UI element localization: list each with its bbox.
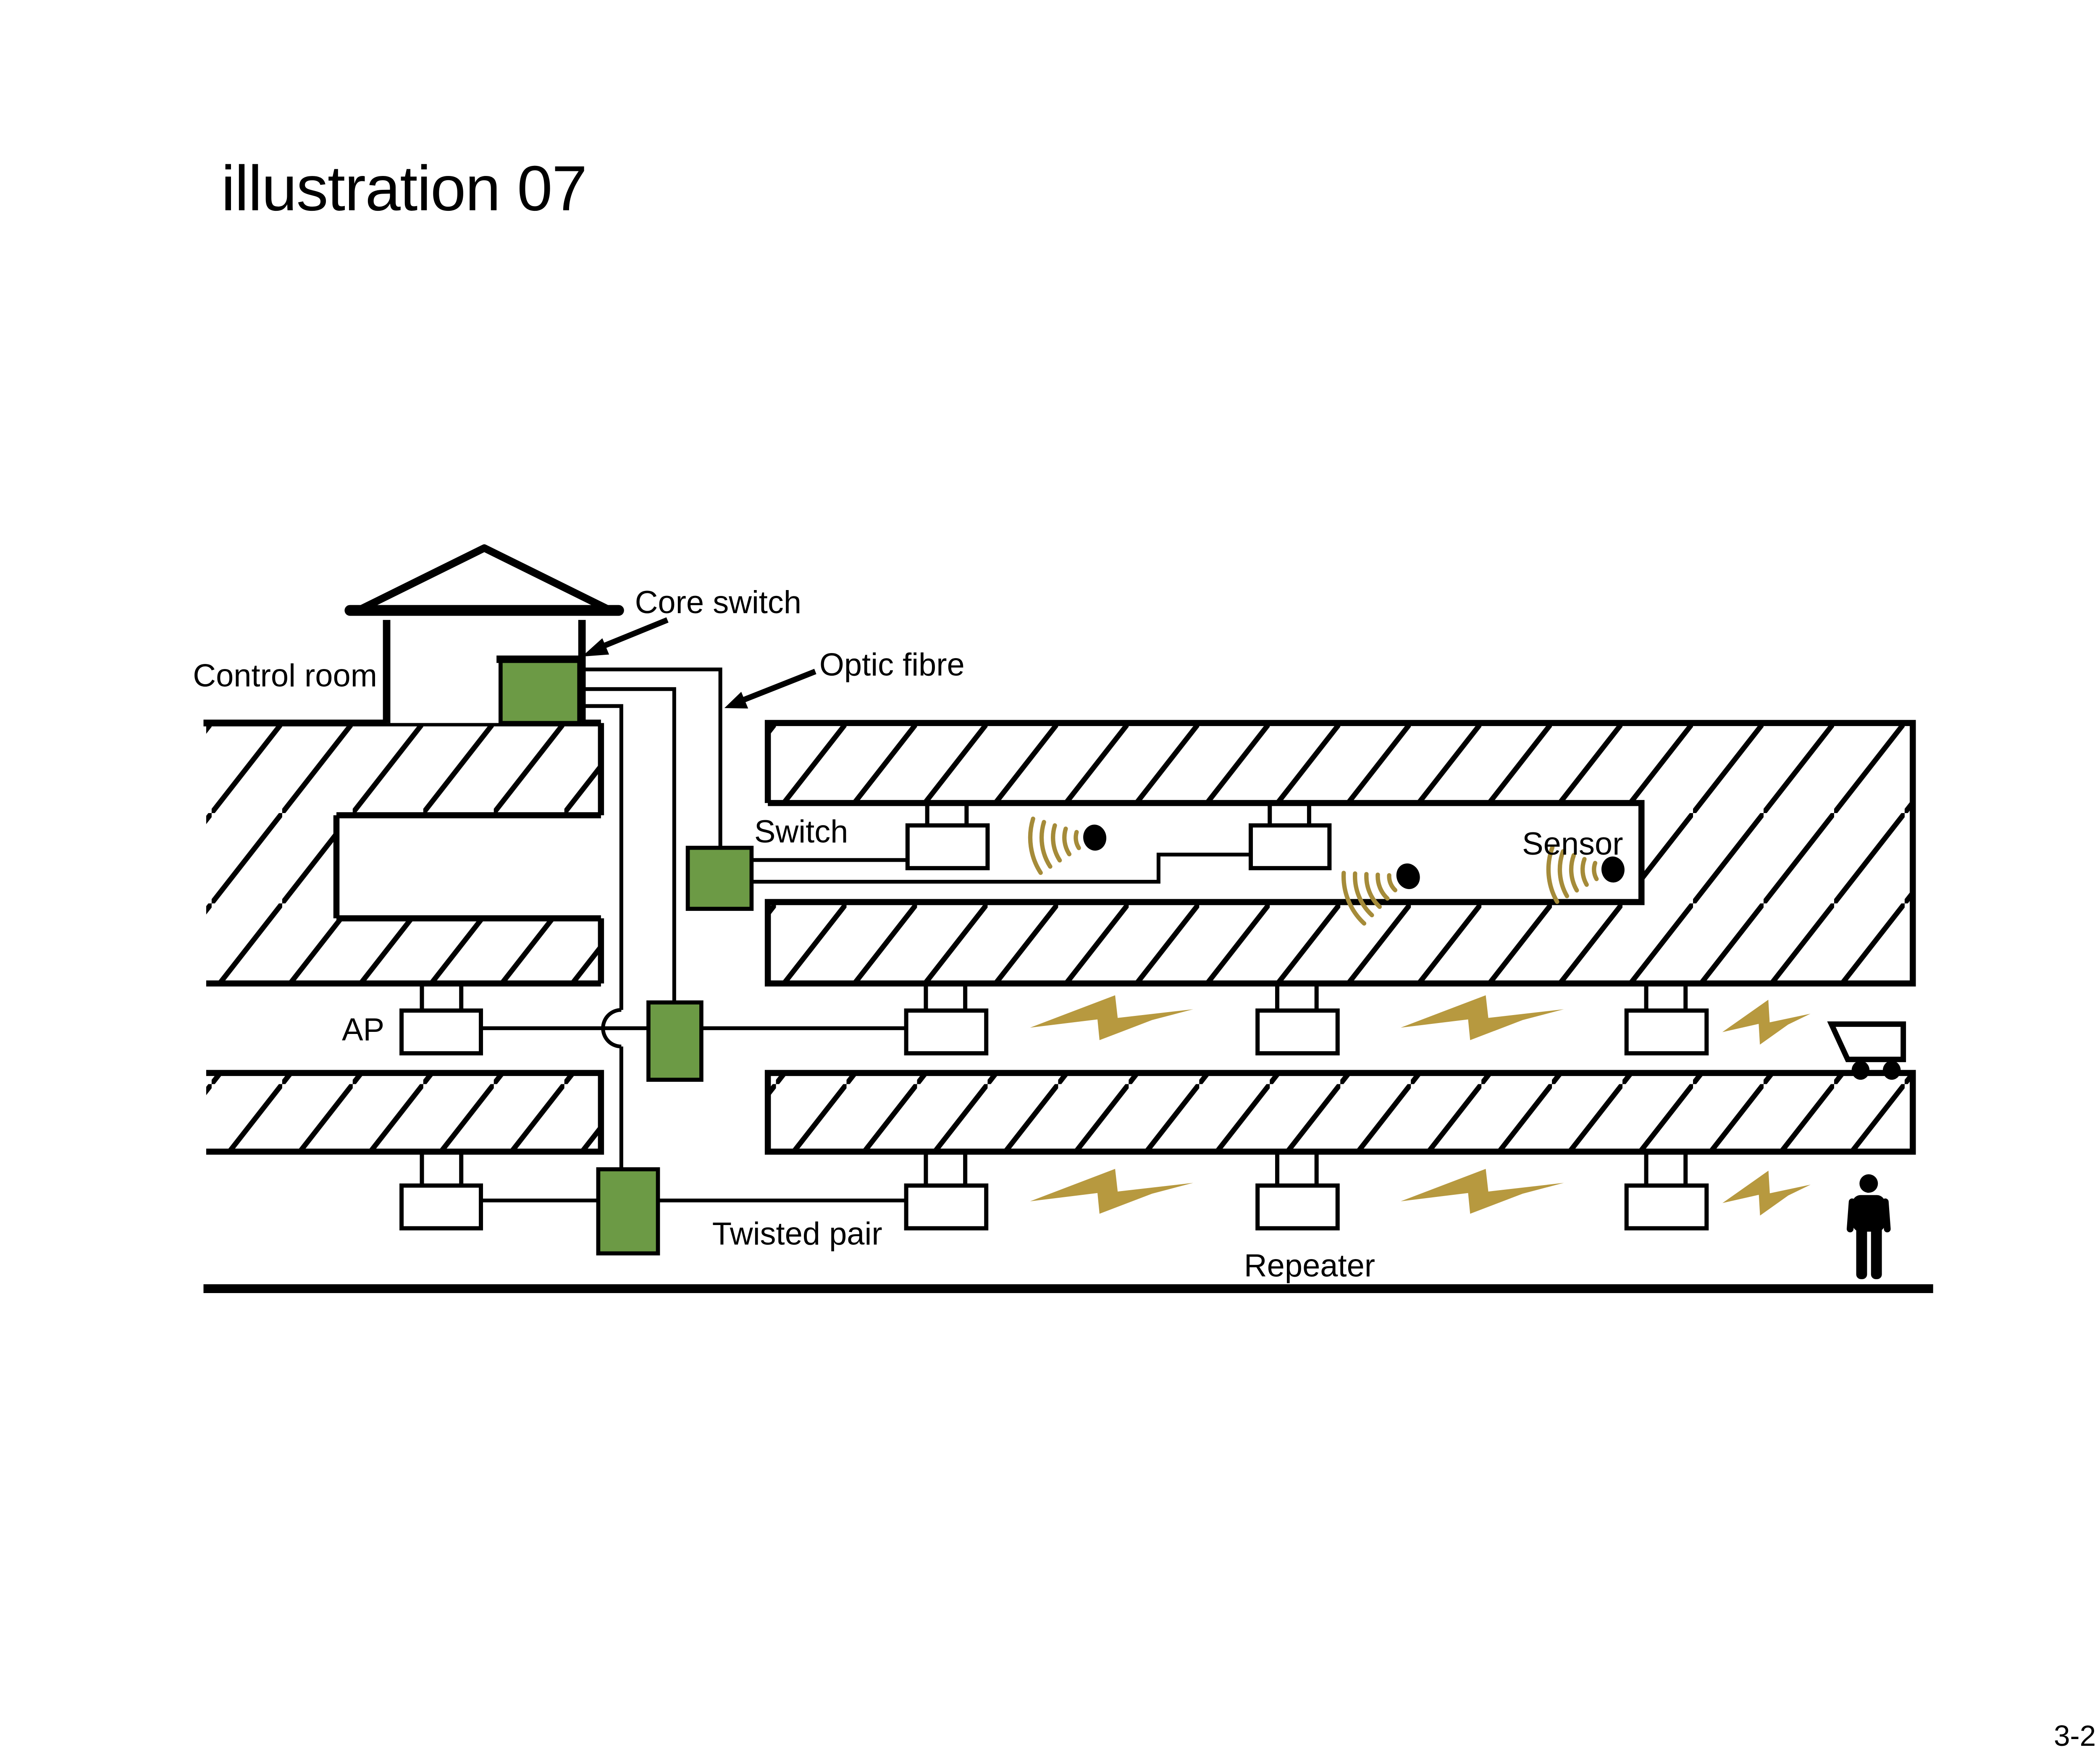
ap-box-10	[1624, 1152, 1709, 1231]
core-switch-label: Core switch	[635, 585, 801, 620]
mine-cart-icon	[1827, 1021, 1906, 1080]
ap-box	[905, 823, 990, 871]
switch-box-1	[685, 845, 754, 911]
ap-box	[399, 1008, 483, 1056]
twisted-pair-cables-tunnel1	[751, 853, 1251, 884]
ap-box	[1624, 1183, 1709, 1231]
ap-stem	[1275, 983, 1319, 1011]
person-arm	[1846, 1198, 1856, 1233]
switch-box-2	[646, 1000, 704, 1082]
optic-fibre-label: Optic fibre	[819, 647, 965, 683]
lightning-bolt-icon	[1400, 1169, 1564, 1214]
ap-stem	[420, 983, 464, 1011]
optic-fibre-cable-to-switch1	[579, 667, 722, 848]
lightning-bolt-icon	[1030, 1169, 1194, 1214]
ap-box-1	[905, 803, 990, 871]
rock-border-and-tunnel1	[764, 720, 1916, 987]
cart-wheel	[1882, 1060, 1901, 1080]
rock-left-lower-band	[206, 1070, 604, 1155]
ap-box	[904, 1183, 989, 1231]
ap-stem	[1268, 803, 1311, 826]
ap-box	[1255, 1008, 1340, 1056]
person-head	[1859, 1174, 1878, 1193]
optic-fibre-cable-to-switch2	[579, 687, 676, 1002]
rock-border	[206, 1070, 604, 1155]
tunnel-1	[685, 803, 1625, 926]
sensor-arcs	[1546, 845, 1599, 904]
person-leg	[1856, 1222, 1867, 1279]
rock-left-upper-block	[206, 723, 604, 987]
ap-box	[1255, 1183, 1340, 1231]
tunnel-2	[399, 983, 1906, 1082]
lightning-bolt-icon	[1400, 995, 1564, 1040]
ap-label: AP	[342, 1012, 384, 1047]
wireless-sensor-icon-3	[1546, 845, 1625, 904]
ap-stem	[924, 983, 968, 1011]
sensor-dot	[1601, 856, 1625, 883]
twisted-pair-label: Twisted pair	[712, 1216, 882, 1251]
ap-stem	[924, 1152, 968, 1186]
ap-box	[1624, 1008, 1709, 1056]
page-title: illustration 07	[221, 153, 586, 224]
callout-arrows	[582, 617, 816, 709]
ap-stem	[1275, 1152, 1319, 1186]
rock-hatch-fill	[768, 723, 1913, 984]
rock-right-lower-band	[764, 1070, 1916, 1155]
arrow-shaft	[600, 617, 669, 650]
person-icon	[1846, 1174, 1891, 1279]
core-switch	[496, 655, 583, 725]
sensor-arcs	[1028, 816, 1081, 875]
rock-right-upper-block	[764, 720, 1916, 987]
ap-box-2	[1249, 803, 1332, 871]
repeater-label: Repeater	[1244, 1248, 1375, 1283]
person-leg	[1871, 1222, 1882, 1279]
ap-stem	[1644, 1152, 1688, 1186]
ap-stem	[1644, 983, 1688, 1011]
diagram-labels: Control room Core switch Optic fibre Swi…	[193, 585, 1623, 1283]
arrow-shaft	[742, 669, 816, 703]
sensor-label: Sensor	[1522, 826, 1623, 862]
ap-box-3	[399, 983, 483, 1056]
cart-body	[1827, 1021, 1906, 1063]
ap-box-5-repeater	[1255, 983, 1340, 1056]
core-switch-box	[499, 657, 582, 725]
arrow-head	[582, 638, 609, 657]
tunnel-3	[399, 1152, 1891, 1279]
sensor-arcs	[1341, 871, 1398, 926]
ap-box	[1249, 823, 1332, 871]
wireless-sensor-icon-2	[1341, 863, 1420, 926]
ap-stem	[925, 803, 969, 826]
core-switch-arrow-icon	[582, 617, 669, 657]
lightning-bolt-icon-small	[1722, 1170, 1811, 1216]
ap-box-8	[904, 1152, 989, 1231]
rock-hatch-fill	[768, 1073, 1913, 1152]
sensor-dot	[1396, 863, 1420, 889]
sensor-dot	[1083, 824, 1107, 851]
cart-wheel	[1851, 1060, 1870, 1080]
switch-box-3	[596, 1167, 660, 1256]
rock-hatch-fill	[206, 1073, 601, 1152]
lightning-bolt-icon	[1030, 995, 1194, 1040]
wireless-sensor-icon-1	[1028, 816, 1107, 875]
ap-box-9-repeater	[1255, 1152, 1340, 1231]
ap-box-7	[399, 1152, 483, 1231]
lightning-bolt-icon-small	[1722, 1000, 1811, 1045]
rock-border	[206, 723, 604, 987]
arrow-head	[724, 692, 748, 709]
rock-border	[764, 1070, 1916, 1155]
ap-box-4	[904, 983, 989, 1056]
control-room-label: Control room	[193, 658, 377, 693]
ap-box	[399, 1183, 483, 1231]
ap-box	[904, 1008, 989, 1056]
ap-stem	[420, 1152, 464, 1186]
optic-fibre-arrow-icon	[724, 669, 816, 709]
switch-label: Switch	[754, 814, 848, 850]
ap-box-6	[1624, 983, 1709, 1056]
page-number: 3-2	[2054, 1719, 2096, 1750]
person-arm	[1882, 1198, 1891, 1233]
